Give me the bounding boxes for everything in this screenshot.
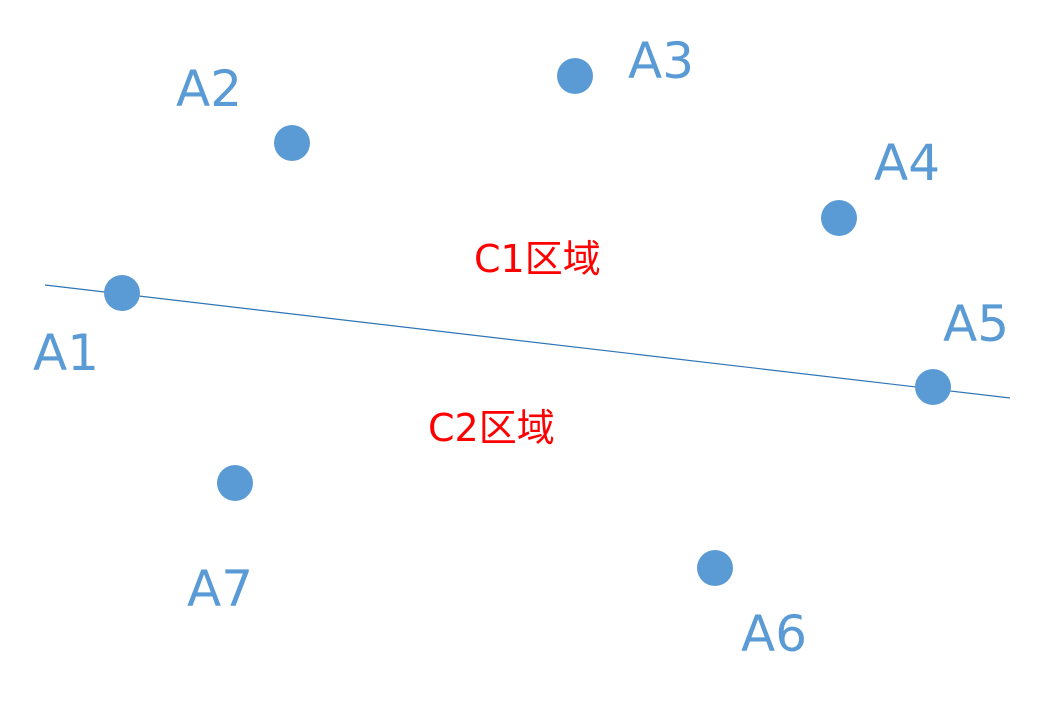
point-a5-label: A5	[943, 295, 1009, 353]
dividing-line	[44, 284, 1011, 399]
point-a6: A6	[697, 550, 807, 663]
point-a2-label: A2	[176, 60, 242, 118]
region-c2-label: C2区域	[428, 406, 555, 450]
point-a3: A3	[557, 32, 694, 94]
point-a5: A5	[915, 295, 1009, 405]
point-a1: A1	[33, 275, 140, 382]
point-a7: A7	[187, 465, 253, 618]
point-a4-label: A4	[874, 134, 940, 192]
point-a2-dot	[274, 125, 310, 161]
point-a6-label: A6	[741, 605, 807, 663]
point-a1-label: A1	[33, 324, 99, 382]
region-c1-label: C1区域	[474, 237, 601, 281]
point-a5-dot	[915, 369, 951, 405]
point-a3-dot	[557, 58, 593, 94]
point-a3-label: A3	[628, 32, 694, 90]
point-a2: A2	[176, 60, 310, 161]
point-a1-dot	[104, 275, 140, 311]
point-a4-dot	[821, 200, 857, 236]
point-a7-label: A7	[187, 560, 253, 618]
point-a6-dot	[697, 550, 733, 586]
point-a7-dot	[217, 465, 253, 501]
point-a4: A4	[821, 134, 940, 236]
